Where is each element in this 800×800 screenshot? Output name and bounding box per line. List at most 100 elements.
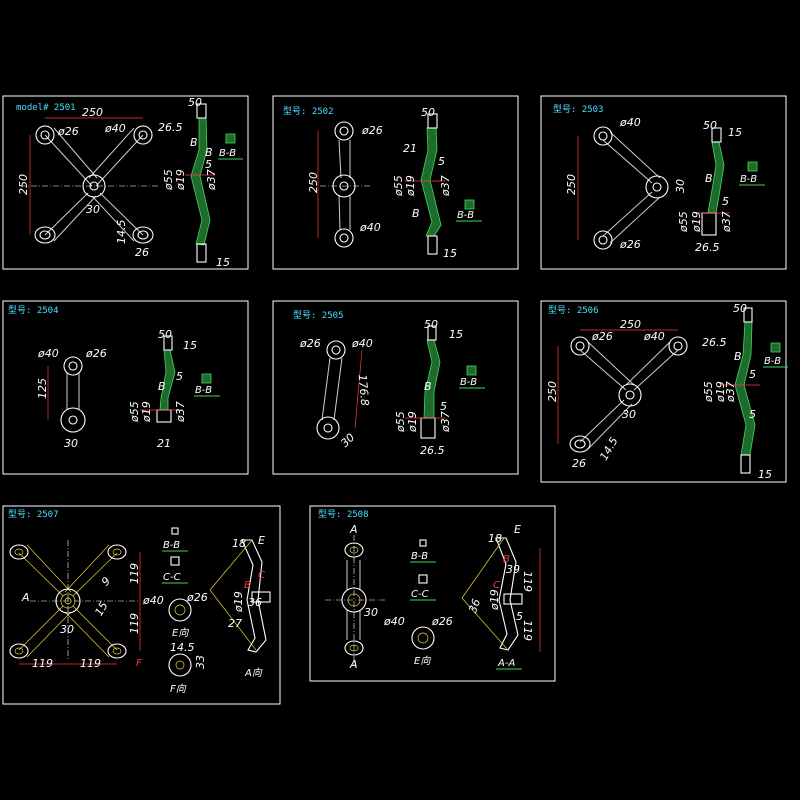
dim-a: 119	[521, 571, 534, 592]
dim-height: 176.8	[356, 374, 372, 407]
side-base	[156, 409, 172, 423]
panel-2504: 型号: 2504 ø40 ø26 125 30 50 15 B 5 ø55 ø1…	[2, 300, 249, 475]
dim-f: 14.5	[170, 641, 195, 654]
dim-side: 15	[758, 468, 772, 481]
bolt-hole-inner	[14, 647, 24, 655]
section-mark: B	[244, 580, 251, 591]
side-pin	[196, 243, 207, 263]
section-marker	[770, 342, 781, 353]
section-label: C-C	[411, 589, 429, 600]
section-mark: A	[21, 591, 30, 604]
dim-hub: 30	[674, 179, 687, 193]
panel-title: 型号: 2506	[548, 305, 599, 316]
dim-hole-dia: ø26	[361, 124, 383, 137]
dim-side: 26.5	[420, 444, 445, 457]
dim-hole-dia: ø40	[619, 116, 641, 129]
dim-side: 50	[733, 302, 747, 315]
bolt-hole-inner	[138, 130, 148, 140]
section-marker	[464, 199, 475, 210]
bolt-hole	[569, 435, 591, 453]
arm	[53, 195, 97, 242]
f-view	[168, 653, 192, 677]
dim-side: 26.5	[702, 336, 727, 349]
dim-side: ø55	[394, 411, 407, 433]
center-hole	[625, 390, 635, 400]
dim-hole-dia: ø40	[643, 330, 665, 343]
side-section	[420, 127, 442, 237]
panel-title: 型号: 2508	[318, 509, 369, 520]
side-pin	[427, 235, 438, 255]
section-label: C-C	[163, 572, 181, 583]
dim-height: 250	[17, 174, 30, 195]
dim-a: 119	[521, 620, 534, 641]
e-view	[168, 598, 192, 622]
panel-frame	[272, 95, 519, 270]
section-marker	[170, 556, 180, 566]
dim-side: 50	[188, 96, 202, 109]
dim-hole-dia: ø40	[351, 337, 373, 350]
bolt-hole-inner	[598, 131, 608, 141]
dim-hole-dia: ø40	[37, 347, 59, 360]
side-base	[420, 417, 436, 439]
arm	[338, 139, 342, 179]
dim-arm: 9	[99, 574, 113, 588]
side-pin	[163, 335, 173, 351]
panel-frame	[309, 505, 556, 682]
section-marker	[466, 365, 477, 376]
panel-2501: model# 2501 250 ø26 ø40 250 30 14.5 26	[2, 95, 249, 270]
panel-2505: 型号: 2505 ø26 ø40 176.8 30 50 15 B 5 ø55 …	[272, 300, 519, 475]
bolt-hole-inner	[40, 130, 50, 140]
section-mark: A	[349, 523, 358, 536]
bolt-hole	[63, 356, 83, 376]
dim-side: 26.5	[695, 241, 720, 254]
bolt-hole	[344, 640, 364, 656]
panel-title: 型号: 2502	[283, 106, 334, 117]
dim-side: B	[705, 172, 713, 185]
bolt-hole	[107, 643, 127, 659]
arm	[579, 399, 625, 443]
dim-height: 250	[307, 172, 320, 193]
bolt-hole-inner	[339, 233, 349, 243]
center-hub	[316, 416, 340, 440]
dim-arm: 26	[135, 246, 149, 259]
dim-side: 5	[749, 368, 756, 381]
section-label: B-B	[457, 210, 474, 221]
dim-hole-dia: ø26	[85, 347, 107, 360]
section-label: B-B	[764, 356, 781, 367]
arm	[625, 341, 671, 386]
side-pin	[711, 127, 722, 143]
arm	[18, 552, 64, 597]
dim-height: 250	[546, 381, 559, 402]
dim-side: ø19	[404, 175, 417, 197]
bolt-hole-inner	[575, 341, 585, 351]
dim-side: 5	[176, 370, 183, 383]
bolt-hole	[334, 228, 354, 248]
dim-side: 26.5	[158, 121, 183, 134]
panel-title: 型号: 2507	[8, 509, 59, 520]
dim-hole-dia: ø26	[186, 591, 208, 604]
dim-side: ø37	[724, 381, 737, 403]
dim-side: 15	[443, 247, 457, 260]
dim-side: 15	[183, 339, 197, 352]
bolt-hole	[107, 544, 127, 560]
arm	[333, 357, 343, 421]
dim-side: 50	[424, 318, 438, 331]
dim-side: ø55	[162, 169, 175, 191]
bolt-hole-inner	[112, 548, 122, 556]
view-mark: F	[136, 658, 142, 669]
view-label: A向	[244, 667, 263, 679]
dim-hub: 30	[622, 408, 636, 421]
section-mark: A	[349, 658, 358, 671]
section-marker	[201, 373, 212, 384]
dim-side: B	[424, 380, 432, 393]
dim-side: ø55	[128, 401, 141, 423]
dim-side: B	[412, 207, 420, 220]
dim-side: 50	[703, 119, 717, 132]
bolt-hole-inner	[112, 647, 122, 655]
section-mark: B	[503, 554, 510, 565]
dim-side: ø55	[392, 175, 405, 197]
panel-2506: 型号: 2506 250 ø26 ø40 250 30 26 14.5 50 2…	[540, 300, 788, 483]
dim-side: ø19	[174, 169, 187, 191]
panel-frame	[540, 300, 787, 483]
section-marker	[419, 539, 427, 547]
